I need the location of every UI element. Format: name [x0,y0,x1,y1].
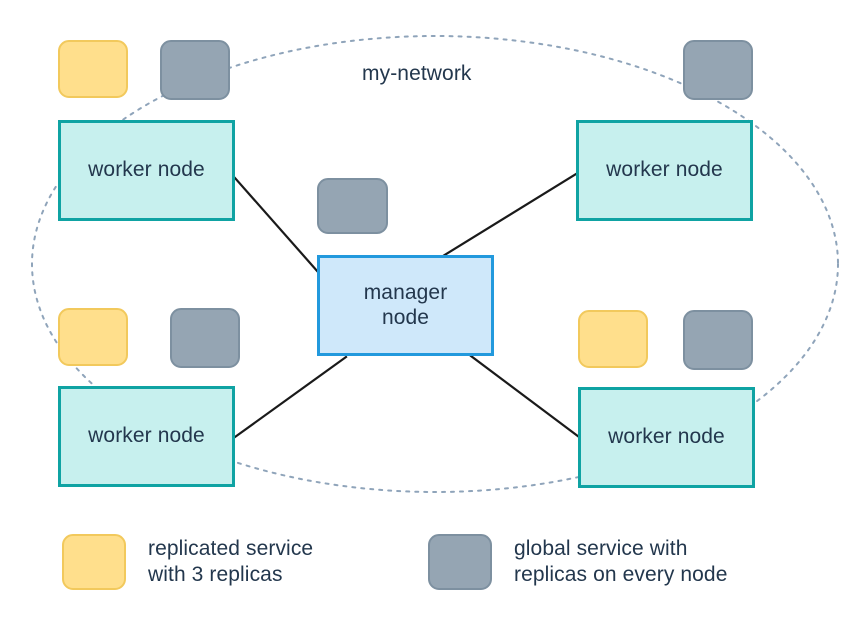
legend-item-replicated: replicated service with 3 replicas [62,534,313,590]
node-worker-bottom-right-label: worker node [608,425,725,449]
service-replicated-bottom-right[interactable] [578,310,648,368]
connector-manager-worker-top-left [233,176,320,274]
node-manager-label: manager node [363,280,448,329]
node-worker-bottom-left[interactable]: worker node [58,386,235,487]
service-global-top-left[interactable] [160,40,230,100]
connector-manager-worker-bottom-right [469,354,581,439]
legend-item-global: global service with replicas on every no… [428,534,728,590]
connector-manager-worker-top-right [441,172,578,258]
connector-lines [233,172,581,439]
legend-swatch-global [428,534,492,590]
legend-label-global: global service with replicas on every no… [514,536,728,586]
node-worker-bottom-right[interactable]: worker node [578,387,755,488]
service-global-center[interactable] [317,178,388,234]
legend-label-replicated: replicated service with 3 replicas [148,536,314,586]
node-worker-top-left[interactable]: worker node [58,120,235,221]
service-global-bottom-left[interactable] [170,308,240,368]
service-global-top-right[interactable] [683,40,753,100]
service-global-bottom-right[interactable] [683,310,753,370]
node-worker-bottom-left-label: worker node [88,424,205,448]
node-worker-top-right[interactable]: worker node [576,120,753,221]
node-worker-top-right-label: worker node [606,158,723,182]
node-worker-top-left-label: worker node [88,158,205,182]
legend-swatch-replicated [62,534,126,590]
network-boundary-ellipse [31,35,839,493]
service-replicated-top-left[interactable] [58,40,128,98]
connector-manager-worker-bottom-left [233,355,348,439]
network-label: my-network [362,62,472,85]
service-replicated-bottom-left[interactable] [58,308,128,366]
node-manager[interactable]: manager node [317,255,494,356]
